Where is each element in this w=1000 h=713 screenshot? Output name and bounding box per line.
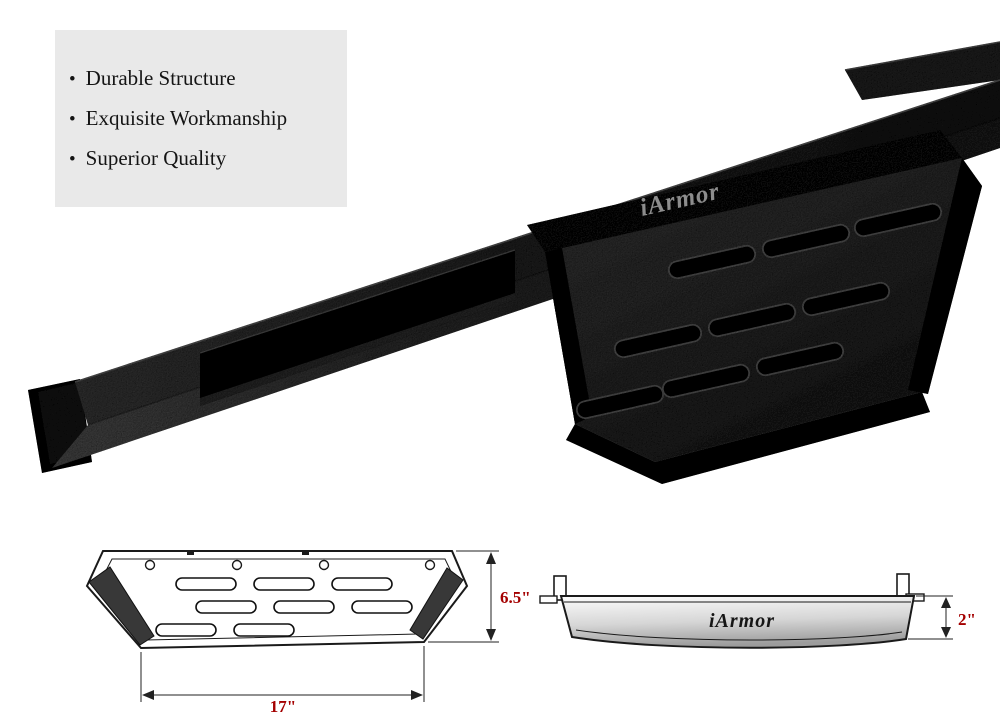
arrow-down-icon <box>941 627 951 638</box>
top-view-diagram: 6.5" 17" <box>85 550 531 713</box>
feature-item: • Exquisite Workmanship <box>69 106 339 131</box>
slot-hole <box>661 363 751 399</box>
bullet-icon: • <box>69 149 76 170</box>
slot-hole <box>755 341 845 377</box>
slot-hole <box>801 281 891 317</box>
step-pad-right-cap <box>908 158 982 394</box>
left-bracket <box>553 575 567 601</box>
bolt-hole <box>231 559 243 571</box>
bar-recess-edge <box>199 249 516 354</box>
arrow-left-icon <box>142 690 154 700</box>
bolt-holes <box>144 559 436 571</box>
bolt-hole <box>424 559 436 571</box>
bar-recess-floor <box>200 293 515 406</box>
dimension-label-height: 6.5" <box>500 588 531 607</box>
bolt-hole <box>144 559 156 571</box>
edge-notch <box>187 550 194 555</box>
top-view-left-chamfer <box>88 566 155 646</box>
slot-outline <box>155 623 217 637</box>
top-view-slots <box>155 577 413 637</box>
bar-recess-opening <box>200 250 515 406</box>
slot-hole <box>707 302 797 338</box>
feature-item: • Durable Structure <box>69 66 339 91</box>
slot-outline <box>175 577 237 591</box>
dimension-label-depth: 2" <box>958 610 976 629</box>
dimension-depth: 2" <box>908 595 976 640</box>
slot-hole <box>853 202 943 238</box>
arrow-down-icon <box>486 629 496 641</box>
feature-box: • Durable Structure • Exquisite Workmans… <box>55 30 347 207</box>
arrow-up-icon <box>486 552 496 564</box>
edge-notch <box>302 550 309 555</box>
step-pad-slots <box>575 202 943 420</box>
slot-outline <box>331 577 393 591</box>
feature-label: Superior Quality <box>85 146 227 170</box>
dimension-height: 6.5" <box>428 550 531 643</box>
slot-hole <box>667 244 757 280</box>
arrow-up-icon <box>941 597 951 608</box>
feature-label: Durable Structure <box>85 66 236 90</box>
slot-hole <box>613 323 703 359</box>
side-view-tray <box>559 595 916 649</box>
bullet-icon: • <box>69 69 76 90</box>
feature-label: Exquisite Workmanship <box>85 106 288 130</box>
slot-hole <box>761 223 851 259</box>
bar-far-end-highlight <box>844 41 1000 71</box>
feature-item: • Superior Quality <box>69 146 339 171</box>
slot-outline <box>351 600 413 614</box>
top-view-right-chamfer <box>409 567 464 640</box>
side-view-diagram: iArmor 2" <box>539 573 976 649</box>
slot-outline <box>195 600 257 614</box>
dimension-width: 17" <box>140 646 425 713</box>
step-pad-front-skirt <box>566 392 930 484</box>
slot-outline <box>233 623 295 637</box>
bullet-icon: • <box>69 109 76 130</box>
slot-outline <box>253 577 315 591</box>
tray-inner-bottom-line <box>575 629 903 641</box>
arrow-right-icon <box>411 690 423 700</box>
left-bracket-foot <box>539 595 558 604</box>
slot-outline <box>273 600 335 614</box>
side-view-brand-text: iArmor <box>709 610 775 632</box>
step-pad-left-cap <box>545 248 592 424</box>
dimension-label-width: 17" <box>270 697 296 713</box>
bar-far-end-shape <box>845 42 1000 100</box>
step-back-wall <box>527 130 962 252</box>
side-step-bar-photo <box>28 41 1000 484</box>
bolt-hole <box>318 559 330 571</box>
